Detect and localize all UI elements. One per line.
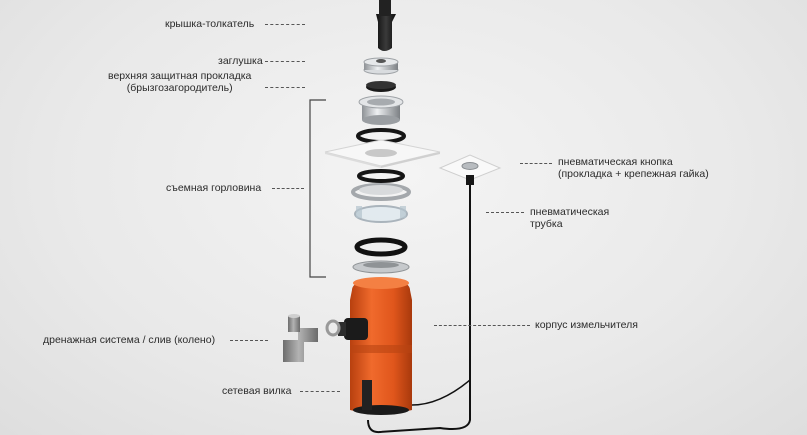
leader-air-button	[520, 163, 552, 164]
air-tube-part	[367, 185, 471, 434]
label-air-button-line1: пневматическая кнопка	[558, 156, 673, 168]
leader-drain	[230, 340, 268, 341]
label-air-tube-line2: трубка	[530, 218, 563, 230]
leader-body	[434, 325, 530, 326]
plug-part	[363, 57, 399, 75]
label-splash-guard-line2: (брызгозагородитель)	[126, 82, 233, 94]
label-power-plug: сетевая вилка	[222, 385, 292, 397]
leader-plug	[265, 61, 305, 62]
label-drain-system: дренажная система / слив (колено)	[43, 334, 216, 346]
sink-flange-part	[358, 95, 404, 125]
label-plug: заглушка	[218, 55, 263, 67]
leader-cover	[265, 24, 305, 25]
leader-splash	[265, 87, 305, 88]
drain-elbow-part	[283, 314, 341, 362]
label-splash-guard-line1: верхняя защитная прокладка	[108, 70, 252, 82]
label-air-button: пневматическая кнопка (прокладка + крепе…	[558, 156, 709, 180]
label-air-tube-line1: пневматическая	[530, 206, 610, 218]
neck-bracket	[309, 99, 326, 278]
clear-mounting-ring	[354, 205, 408, 223]
label-removable-neck: съемная горловина	[166, 182, 262, 194]
rubber-gasket-2	[357, 169, 405, 183]
leader-power	[300, 391, 340, 392]
air-button-part	[438, 154, 502, 185]
label-air-button-line2: (прокладка + крепежная гайка)	[558, 168, 709, 180]
splash-guard-part	[366, 81, 396, 92]
label-cover-pusher: крышка-толкатель	[165, 18, 255, 30]
top-mount-ring	[352, 260, 410, 274]
cover-pusher-part	[376, 0, 396, 51]
leader-neck	[272, 188, 304, 189]
label-grinder-body: корпус измельчителя	[535, 319, 638, 331]
label-splash-guard: верхняя защитная прокладка (брызгозагоро…	[108, 70, 251, 94]
sink-plate	[324, 139, 441, 168]
leader-air-tube	[486, 212, 524, 213]
label-air-tube: пневматическая трубка	[530, 206, 609, 230]
mounting-ring	[351, 183, 411, 201]
grinder-body-part	[338, 277, 412, 415]
rubber-gasket-3	[354, 237, 408, 257]
